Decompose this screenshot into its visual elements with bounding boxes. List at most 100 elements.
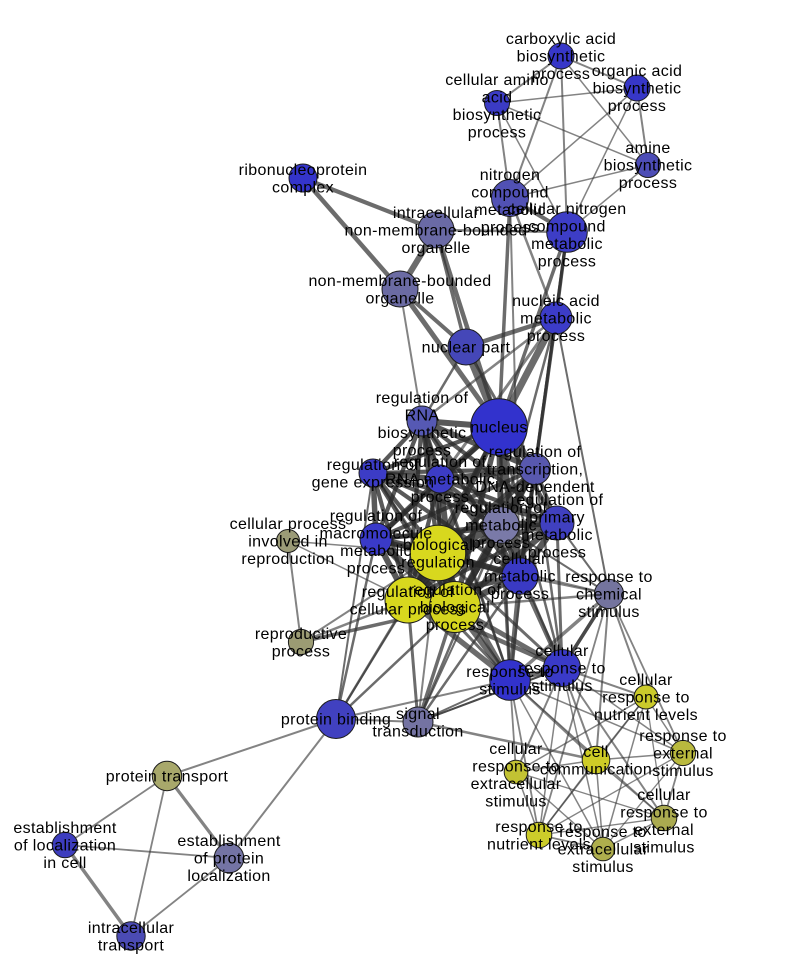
svg-text:communication: communication — [540, 761, 652, 778]
svg-text:of protein: of protein — [194, 851, 264, 868]
svg-text:cellular: cellular — [637, 787, 691, 804]
svg-text:response to: response to — [565, 569, 652, 586]
svg-text:ribonucleoprotein: ribonucleoprotein — [239, 162, 368, 179]
svg-text:cellular: cellular — [493, 551, 547, 568]
svg-text:regulation of: regulation of — [409, 582, 502, 599]
svg-text:establishment: establishment — [177, 833, 280, 850]
svg-text:compound: compound — [471, 184, 549, 201]
svg-text:nucleic acid: nucleic acid — [512, 293, 600, 310]
svg-text:protein binding: protein binding — [281, 712, 391, 729]
svg-text:localization: localization — [187, 868, 270, 885]
svg-text:response to: response to — [495, 819, 582, 836]
svg-text:nucleus: nucleus — [470, 420, 528, 437]
svg-text:process: process — [411, 489, 469, 506]
svg-text:process: process — [272, 643, 330, 660]
svg-text:process: process — [608, 98, 666, 115]
svg-text:chemical: chemical — [576, 587, 642, 604]
svg-text:biosynthetic: biosynthetic — [378, 425, 467, 442]
svg-text:organelle: organelle — [402, 240, 471, 257]
svg-text:process: process — [619, 175, 677, 192]
svg-text:response to: response to — [559, 824, 646, 841]
svg-text:stimulus: stimulus — [572, 859, 633, 876]
svg-text:gene expression: gene expression — [312, 474, 435, 491]
svg-text:process: process — [532, 66, 590, 83]
svg-text:biosynthetic: biosynthetic — [453, 107, 542, 124]
svg-text:process: process — [528, 544, 586, 561]
svg-text:organic acid: organic acid — [592, 63, 682, 80]
svg-text:compound: compound — [528, 218, 606, 235]
svg-text:DNA-dependent: DNA-dependent — [475, 479, 594, 496]
svg-text:biosynthetic: biosynthetic — [604, 158, 693, 175]
svg-text:cell: cell — [583, 744, 608, 761]
svg-text:of localization: of localization — [14, 838, 116, 855]
svg-text:reproductive: reproductive — [255, 626, 347, 643]
svg-text:response to: response to — [602, 690, 689, 707]
svg-text:regulation of: regulation of — [489, 444, 582, 461]
svg-text:cellular: cellular — [489, 741, 543, 758]
svg-text:macromolecule: macromolecule — [319, 525, 432, 542]
svg-text:nutrient levels: nutrient levels — [594, 707, 698, 724]
svg-text:cellular process: cellular process — [230, 516, 347, 533]
svg-text:transport: transport — [98, 937, 164, 954]
svg-text:process: process — [426, 617, 484, 634]
svg-text:non-membrane-bounded: non-membrane-bounded — [344, 223, 527, 240]
svg-text:biosynthetic: biosynthetic — [593, 81, 682, 98]
svg-text:RNA: RNA — [405, 407, 440, 424]
svg-text:process: process — [481, 219, 539, 236]
svg-text:organelle: organelle — [366, 290, 435, 307]
svg-text:stimulus: stimulus — [578, 604, 639, 621]
svg-text:protein transport: protein transport — [106, 769, 229, 786]
svg-text:acid: acid — [482, 89, 513, 106]
svg-text:in cell: in cell — [43, 855, 86, 872]
svg-text:stimulus: stimulus — [479, 681, 540, 698]
svg-text:external: external — [634, 822, 694, 839]
svg-text:biological: biological — [420, 600, 490, 617]
svg-text:stimulus: stimulus — [633, 839, 694, 856]
svg-text:extracellular: extracellular — [471, 776, 562, 793]
svg-text:process: process — [468, 124, 526, 141]
svg-text:reproduction: reproduction — [241, 551, 334, 568]
svg-text:cellular nitrogen: cellular nitrogen — [508, 201, 627, 218]
svg-text:metabolic: metabolic — [465, 518, 537, 535]
svg-text:nutrient levels: nutrient levels — [487, 836, 591, 853]
svg-text:transcription,: transcription, — [487, 462, 584, 479]
svg-text:cellular: cellular — [535, 643, 589, 660]
svg-text:response to: response to — [620, 804, 707, 821]
svg-text:regulation of: regulation of — [330, 508, 423, 525]
svg-text:process: process — [393, 442, 451, 459]
svg-text:cellular: cellular — [619, 672, 673, 689]
svg-text:carboxylic acid: carboxylic acid — [506, 31, 616, 48]
svg-text:response to: response to — [518, 661, 605, 678]
svg-text:extracellular: extracellular — [558, 842, 649, 859]
svg-text:regulation of: regulation of — [327, 457, 420, 474]
svg-text:metabolic: metabolic — [521, 527, 593, 544]
svg-text:metabolic: metabolic — [484, 569, 556, 586]
svg-text:regulation: regulation — [401, 554, 475, 571]
svg-text:intracellular: intracellular — [393, 205, 480, 222]
svg-text:metabolic: metabolic — [474, 202, 546, 219]
svg-text:regulation of: regulation of — [511, 492, 604, 509]
svg-text:RNA metabolic: RNA metabolic — [385, 472, 495, 489]
svg-text:regulation of: regulation of — [362, 584, 455, 601]
svg-text:response to: response to — [472, 758, 559, 775]
svg-text:cellular amino: cellular amino — [445, 72, 549, 89]
svg-text:metabolic: metabolic — [340, 543, 412, 560]
svg-text:stimulus: stimulus — [652, 763, 713, 780]
svg-text:metabolic: metabolic — [520, 311, 592, 328]
svg-text:biosynthetic: biosynthetic — [517, 49, 606, 66]
svg-text:complex: complex — [272, 179, 334, 196]
svg-text:regulation of: regulation of — [376, 390, 469, 407]
svg-text:primary: primary — [529, 509, 585, 526]
svg-text:process: process — [472, 535, 530, 552]
svg-text:response to: response to — [466, 664, 553, 681]
svg-text:regulation of: regulation of — [455, 500, 548, 517]
svg-text:transduction: transduction — [372, 723, 463, 740]
svg-text:process: process — [538, 253, 596, 270]
svg-text:stimulus: stimulus — [485, 793, 546, 810]
svg-text:establishment: establishment — [13, 820, 116, 837]
svg-text:stimulus: stimulus — [531, 678, 592, 695]
svg-text:signal: signal — [396, 706, 440, 723]
svg-text:intracellular: intracellular — [88, 920, 175, 937]
svg-text:biological: biological — [403, 537, 473, 554]
svg-text:regulation of: regulation of — [394, 454, 487, 471]
